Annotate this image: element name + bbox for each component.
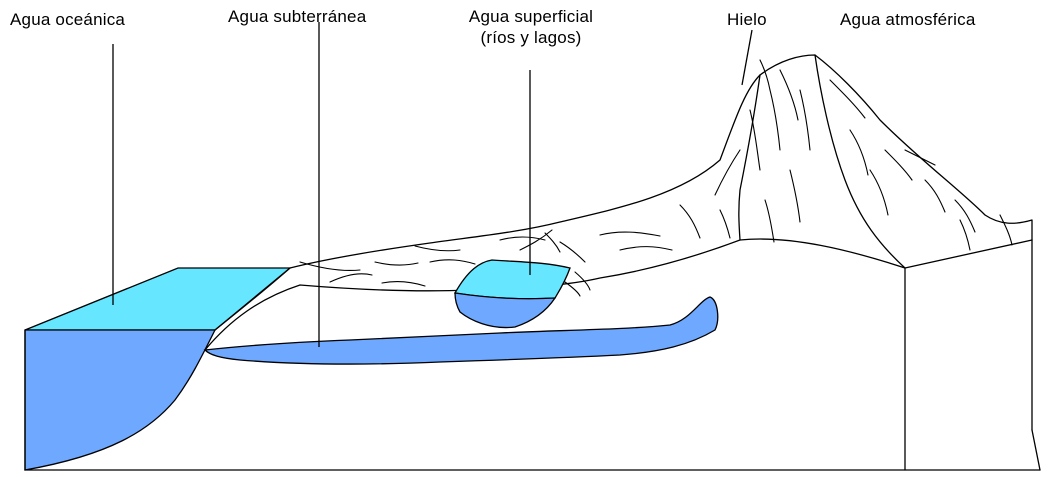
ocean-surface bbox=[25, 268, 290, 330]
ocean-body bbox=[25, 330, 215, 470]
lake-surface bbox=[455, 260, 570, 299]
label-atmospheric-water: Agua atmosférica bbox=[840, 10, 976, 30]
label-surface-water-subtitle: (ríos y lagos) bbox=[480, 28, 581, 48]
lake bbox=[455, 260, 570, 328]
label-groundwater: Agua subterránea bbox=[228, 7, 366, 27]
lake-body bbox=[455, 293, 555, 328]
ocean-block bbox=[25, 268, 290, 470]
label-ocean-water: Agua oceánica bbox=[10, 10, 125, 30]
leader-ice bbox=[742, 30, 752, 85]
label-ice: Hielo bbox=[727, 10, 767, 30]
label-surface-water: Agua superficial bbox=[469, 7, 593, 27]
terrain-hatching bbox=[300, 60, 1012, 296]
